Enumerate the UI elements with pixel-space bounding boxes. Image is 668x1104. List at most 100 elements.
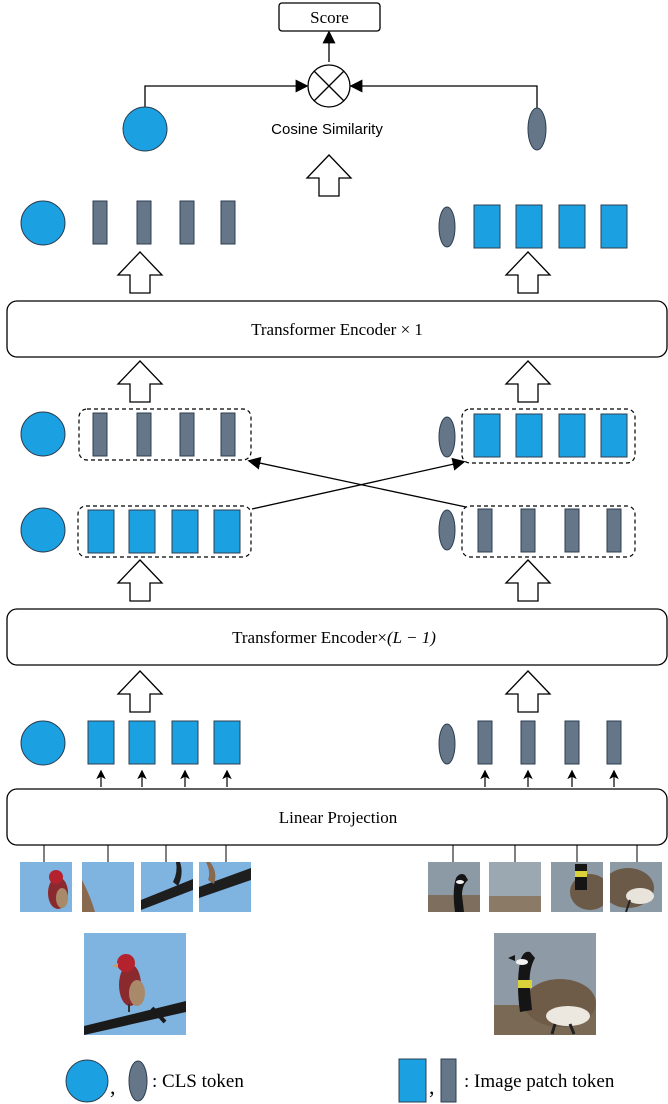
score-node: Score	[278, 2, 381, 32]
input-token-row-right	[438, 720, 622, 765]
transformer-encoder-main: Transformer Encoder×(L − 1)	[6, 608, 668, 666]
patch-token	[128, 720, 156, 765]
cosine-operator-icon	[307, 64, 351, 108]
hollow-arrow-right	[504, 559, 552, 602]
goose-image	[494, 933, 596, 1035]
patch-token	[136, 200, 152, 245]
patch-token	[515, 413, 543, 458]
cls-token	[20, 200, 66, 246]
goose-patch-1	[428, 862, 480, 912]
legend-patch-blue	[398, 1058, 427, 1103]
legend-cls-separator: ,	[110, 1074, 116, 1099]
patch-group-box	[461, 408, 636, 464]
patch-token	[87, 509, 115, 554]
connector-left-cls	[144, 79, 309, 108]
top-token-row-right	[438, 204, 628, 249]
linear-projection: Linear Projection	[6, 788, 668, 846]
cls-token	[20, 507, 66, 553]
patch-token	[220, 412, 236, 457]
patch-token	[606, 508, 622, 553]
swap-arrow-left-to-right	[251, 457, 466, 510]
patch-token	[128, 509, 156, 554]
score-label: Score	[310, 8, 349, 27]
cls-token	[20, 411, 66, 457]
finch-patch-4	[199, 862, 251, 912]
patch-token	[515, 204, 543, 249]
cls-token	[20, 720, 66, 766]
legend-patch-label: : Image patch token	[464, 1071, 615, 1092]
hollow-arrow-left	[116, 559, 164, 602]
cls-token	[438, 206, 456, 248]
transformer-encoder-top: Transformer Encoder × 1	[6, 300, 668, 358]
finch-patch-3	[141, 862, 193, 912]
patch-group-box	[77, 505, 252, 558]
hollow-arrow-left	[116, 360, 164, 403]
encoder-main-label: Transformer Encoder×(L − 1)	[232, 628, 436, 647]
cls-token	[438, 416, 456, 458]
patch-token	[473, 413, 501, 458]
projection-label: Linear Projection	[279, 808, 398, 827]
hollow-arrow-right	[504, 360, 552, 403]
cls-token	[438, 509, 456, 551]
finch-image	[84, 933, 186, 1035]
legend-cls	[65, 1059, 148, 1103]
encoded-token-row-right	[438, 505, 636, 558]
patch-token	[87, 720, 115, 765]
patch-token	[213, 720, 241, 765]
hollow-arrow-right	[504, 670, 552, 713]
hollow-arrow-right	[504, 251, 552, 294]
finch-patch-1	[20, 862, 72, 912]
goose-patch-4	[610, 862, 662, 912]
swapped-token-row-left	[20, 408, 252, 461]
patch-token	[558, 204, 586, 249]
patch-token	[558, 413, 586, 458]
patch-token	[179, 200, 195, 245]
projection-arrows	[96, 769, 619, 787]
legend-patch	[398, 1058, 457, 1103]
patch-token	[92, 412, 108, 457]
patch-connectors	[43, 845, 638, 862]
patch-token	[520, 720, 536, 765]
hollow-arrow-to-similarity	[305, 154, 353, 197]
patch-token	[564, 508, 580, 553]
goose-patch-3	[551, 862, 603, 912]
encoder-main-label-prefix: Transformer Encoder×	[232, 628, 387, 647]
swap-arrow-right-to-left	[247, 456, 467, 508]
swapped-token-row-right	[438, 408, 636, 464]
goose-patch-2	[489, 862, 541, 912]
legend-patch-gray	[440, 1058, 457, 1103]
top-token-row-left	[20, 200, 236, 246]
patch-token	[220, 200, 236, 245]
patch-token	[171, 720, 199, 765]
patch-token	[520, 508, 536, 553]
cosine-similarity-label: Cosine Similarity	[271, 121, 383, 138]
patch-token	[564, 720, 580, 765]
patch-group-box	[461, 505, 636, 558]
legend-cls-label: : CLS token	[152, 1071, 244, 1092]
patch-token	[136, 412, 152, 457]
encoder-main-label-math: (L − 1)	[387, 628, 436, 647]
patch-token	[179, 412, 195, 457]
patch-group-box	[78, 408, 252, 461]
connector-right-cls	[349, 79, 538, 108]
encoder-top-label: Transformer Encoder × 1	[251, 320, 423, 339]
input-token-row-left	[20, 720, 241, 766]
finch-patch-2	[82, 862, 134, 912]
patch-token	[477, 508, 493, 553]
hollow-arrow-left	[116, 670, 164, 713]
legend-cls-ellipse	[128, 1060, 148, 1102]
patch-token	[600, 204, 628, 249]
final-cls-token-left	[122, 106, 168, 152]
patch-token	[606, 720, 622, 765]
patch-token	[600, 413, 628, 458]
hollow-arrow-left	[116, 251, 164, 294]
patch-token	[473, 204, 501, 249]
legend-patch-separator: ,	[429, 1074, 435, 1099]
legend-cls-circle	[65, 1059, 109, 1103]
patch-token	[92, 200, 108, 245]
patch-token	[171, 509, 199, 554]
patch-token	[213, 509, 241, 554]
encoded-token-row-left	[20, 505, 252, 558]
patch-token	[477, 720, 493, 765]
